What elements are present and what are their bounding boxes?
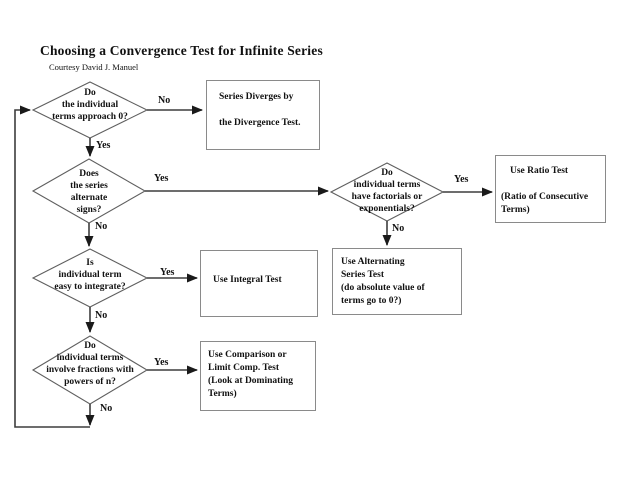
edge-label-d2-no: No — [95, 221, 108, 232]
result-line: (Ratio of Consecutive — [501, 192, 589, 202]
result-box-alternating-series-test: Use Alternating Series Test (do absolute… — [332, 248, 462, 315]
decision-line: Do — [84, 88, 96, 98]
decision-line: terms approach 0? — [52, 112, 128, 122]
decision-text-factorials-or-exponentials: Do individual terms have factorials or e… — [331, 167, 443, 215]
result-line: Limit Comp. Test — [208, 363, 279, 373]
result-line: Use Comparison or — [208, 350, 287, 360]
result-line: Series Test — [341, 270, 385, 280]
page-subtitle: Courtesy David J. Manuel — [49, 62, 139, 72]
decision-line: Does — [79, 169, 99, 179]
decision-line: have factorials or — [351, 192, 423, 202]
decision-line: alternate — [70, 193, 108, 203]
result-box-ratio-test: Use Ratio Test (Ratio of Consecutive Ter… — [495, 155, 606, 223]
decision-line: powers of n? — [64, 377, 116, 387]
decision-line: Do — [84, 341, 96, 351]
result-line: the Divergence Test. — [219, 118, 301, 128]
decision-line: the individual — [61, 100, 119, 110]
edge-label-d5-yes: Yes — [154, 357, 169, 368]
decision-line: individual term — [58, 270, 122, 280]
decision-line: easy to integrate? — [54, 282, 126, 292]
result-line: (do absolute value of — [341, 283, 425, 293]
result-line: (Look at Dominating — [208, 376, 293, 386]
decision-line: exponentials? — [359, 204, 415, 214]
page-title: Choosing a Convergence Test for Infinite… — [40, 43, 323, 58]
edge-label-d4-yes: Yes — [160, 267, 175, 278]
result-line: Series Diverges by — [219, 92, 294, 102]
result-line: Use Integral Test — [213, 275, 282, 285]
result-line — [501, 178, 605, 191]
decision-text-fractions-with-powers-of-n: Do individual terms involve fractions wi… — [33, 340, 147, 388]
result-line — [219, 104, 319, 117]
decision-line: signs? — [76, 205, 102, 215]
edge-label-d2-yes: Yes — [154, 173, 169, 184]
edge-label-d3-no: No — [392, 223, 405, 234]
decision-line: the series — [70, 181, 108, 191]
result-box-divergence-test: Series Diverges by the Divergence Test. — [206, 80, 320, 150]
result-line: Terms) — [208, 389, 237, 399]
result-line: Use Ratio Test — [510, 166, 569, 176]
decision-line: involve fractions with — [46, 365, 134, 375]
decision-line: Do — [381, 168, 393, 178]
result-box-integral-test: Use Integral Test — [200, 250, 318, 317]
edge-label-d3-yes: Yes — [454, 174, 469, 185]
connector-loop-back-to-d1 — [14, 105, 90, 428]
edge-label-d1-yes: Yes — [96, 140, 111, 151]
decision-text-terms-approach-0: Do the individual terms approach 0? — [34, 87, 146, 123]
result-line: Terms) — [501, 205, 530, 215]
result-box-comparison-test: Use Comparison or Limit Comp. Test (Look… — [200, 341, 316, 411]
decision-text-easy-to-integrate: Is individual term easy to integrate? — [34, 257, 146, 293]
decision-line: Is — [86, 258, 94, 268]
edge-label-d1-no: No — [158, 95, 171, 106]
result-line: terms go to 0?) — [341, 296, 402, 306]
decision-line: individual terms — [353, 180, 421, 190]
result-line: Use Alternating — [341, 257, 405, 267]
decision-line: individual terms — [56, 353, 124, 363]
decision-text-series-alternate-signs: Does the series alternate signs? — [33, 168, 145, 216]
edge-label-d5-no: No — [100, 403, 113, 414]
edge-label-d4-no: No — [95, 310, 108, 321]
